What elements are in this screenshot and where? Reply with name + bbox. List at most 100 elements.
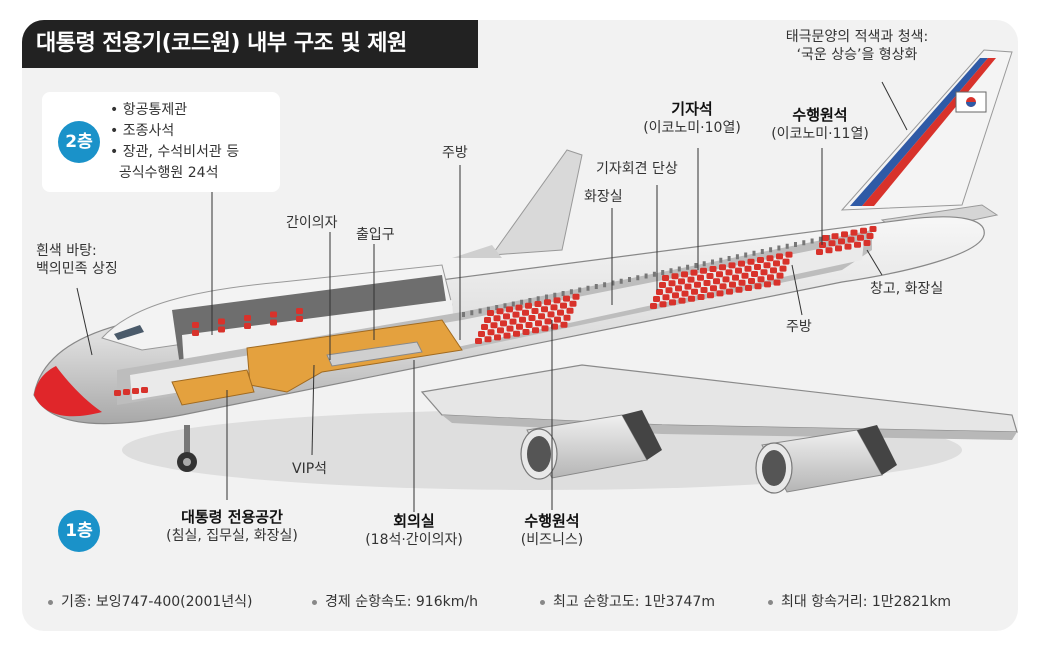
seat xyxy=(659,301,667,308)
seat xyxy=(735,267,742,274)
storage-toilet-label: 창고, 화장실 xyxy=(870,281,944,297)
seat xyxy=(515,304,523,311)
seat xyxy=(691,288,698,295)
window xyxy=(636,275,640,281)
seat xyxy=(541,306,548,313)
seat xyxy=(525,322,533,328)
nose-red xyxy=(34,366,102,417)
seat xyxy=(541,325,549,332)
window xyxy=(503,303,507,309)
infographic-card: 대통령 전용기(코드원) 내부 구조 및 제원 2층 • 항공통제관 • 조종사… xyxy=(22,20,1018,631)
nose-landing-gear xyxy=(177,425,197,472)
seat xyxy=(218,318,225,325)
seat xyxy=(123,389,130,395)
seat xyxy=(776,253,783,260)
window xyxy=(760,249,764,254)
seat xyxy=(659,282,666,288)
seat xyxy=(547,311,555,318)
seat xyxy=(554,316,561,323)
seat xyxy=(767,274,774,281)
floor2-item: • 항공통제관 xyxy=(110,102,188,118)
entourage-business-label: 수행원석 (비즈니스) xyxy=(520,512,584,548)
seat xyxy=(662,294,670,301)
window xyxy=(462,312,465,317)
white-bg-label: 흰색 바탕: 백의민족 상징 xyxy=(36,243,118,277)
seat xyxy=(754,264,761,270)
window xyxy=(702,261,706,267)
seat xyxy=(560,302,567,309)
window xyxy=(652,271,656,277)
floor2-info-box: 2층 • 항공통제관 • 조종사석 • 장관, 수석비서관 등 공식수행원 24… xyxy=(42,92,280,192)
window xyxy=(810,238,814,244)
seat xyxy=(722,276,730,283)
seat xyxy=(572,293,580,300)
seat xyxy=(694,281,701,288)
window xyxy=(561,291,565,296)
seat xyxy=(757,276,765,283)
window xyxy=(677,266,681,272)
seat xyxy=(841,231,848,238)
seat xyxy=(760,269,768,276)
president-room-floor xyxy=(171,369,255,406)
window xyxy=(669,268,673,274)
far-wing xyxy=(490,149,583,256)
seat xyxy=(700,267,707,274)
seat xyxy=(754,283,762,290)
seat xyxy=(838,238,845,245)
seat xyxy=(669,299,676,306)
seat xyxy=(528,315,536,321)
spec-item: 기종: 보잉747-400(2001년식) xyxy=(48,591,253,611)
window xyxy=(478,308,482,314)
entrance-label: 출입구 xyxy=(356,227,395,243)
seat xyxy=(534,301,542,307)
floor2-badge: 2층 xyxy=(58,121,100,163)
seat xyxy=(729,281,736,288)
seat xyxy=(776,272,784,279)
window xyxy=(769,247,773,253)
seat xyxy=(688,295,695,302)
seat xyxy=(490,322,498,329)
seat xyxy=(844,243,852,250)
seat xyxy=(757,257,764,263)
seat xyxy=(244,323,251,329)
seat xyxy=(847,236,855,243)
seat xyxy=(866,233,874,239)
meeting-room-label: 회의실 (18석·간이의자) xyxy=(365,512,463,548)
seat xyxy=(687,276,695,283)
window xyxy=(603,282,607,288)
seat xyxy=(560,321,568,328)
seat xyxy=(732,274,739,281)
seat xyxy=(741,272,749,279)
window xyxy=(711,259,714,265)
seat xyxy=(782,258,790,265)
seat xyxy=(506,306,513,313)
seat xyxy=(563,314,571,321)
seat xyxy=(296,316,303,322)
window xyxy=(536,296,540,302)
window xyxy=(486,306,490,312)
seat xyxy=(779,265,787,272)
floor2-list: • 항공통제관 • 조종사석 • 장관, 수석비서관 등 공식수행원 24석 xyxy=(110,100,239,184)
seat xyxy=(487,329,495,336)
seat xyxy=(478,331,485,337)
seat xyxy=(192,322,199,328)
engine-outer xyxy=(755,425,897,494)
meeting-table xyxy=(326,341,423,367)
window xyxy=(495,305,499,310)
seat xyxy=(513,330,520,337)
seat xyxy=(538,313,545,320)
window xyxy=(619,278,623,284)
window xyxy=(586,285,590,291)
seat xyxy=(506,325,514,332)
seat xyxy=(496,308,504,315)
seat xyxy=(516,323,523,330)
press-podium-label: 기자회견 단상 xyxy=(596,161,678,177)
seat xyxy=(553,297,561,304)
seat xyxy=(745,285,752,291)
seat xyxy=(569,300,577,307)
window xyxy=(578,287,582,293)
seat xyxy=(738,260,745,267)
seat xyxy=(675,285,682,292)
seat xyxy=(828,240,836,247)
window xyxy=(520,299,524,305)
